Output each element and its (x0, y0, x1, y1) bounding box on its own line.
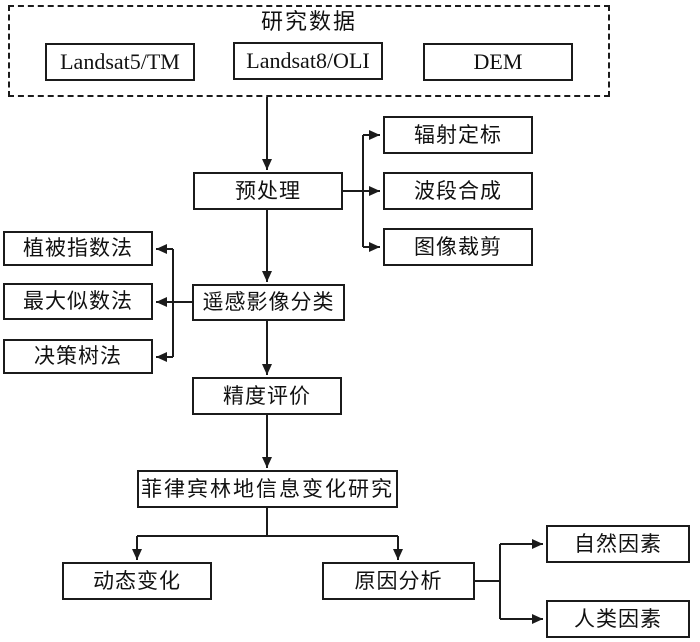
node-human-factors: 人类因素 (546, 600, 690, 638)
node-radiometric-calibration: 辐射定标 (383, 116, 533, 154)
node-natural-factors: 自然因素 (546, 525, 690, 563)
node-decision-tree-method: 决策树法 (3, 339, 153, 374)
node-max-likelihood-method: 最大似数法 (3, 283, 153, 320)
node-accuracy-evaluation: 精度评价 (192, 377, 342, 415)
node-cause-analysis: 原因分析 (322, 562, 475, 600)
node-vegetation-index-method: 植被指数法 (3, 231, 153, 266)
node-rs-image-classification: 遥感影像分类 (192, 284, 345, 321)
node-philippines-forest-change-study: 菲律宾林地信息变化研究 (137, 470, 398, 508)
research-data-group (8, 5, 610, 97)
node-dynamic-change: 动态变化 (62, 562, 212, 600)
node-preprocess: 预处理 (193, 172, 343, 210)
node-band-synthesis: 波段合成 (383, 172, 533, 210)
node-landsat8-oli: Landsat8/OLI (233, 42, 383, 80)
node-landsat5-tm: Landsat5/TM (45, 43, 195, 81)
research-data-group-title: 研究数据 (260, 9, 357, 34)
node-dem: DEM (423, 43, 573, 81)
node-image-cropping: 图像裁剪 (383, 228, 533, 266)
